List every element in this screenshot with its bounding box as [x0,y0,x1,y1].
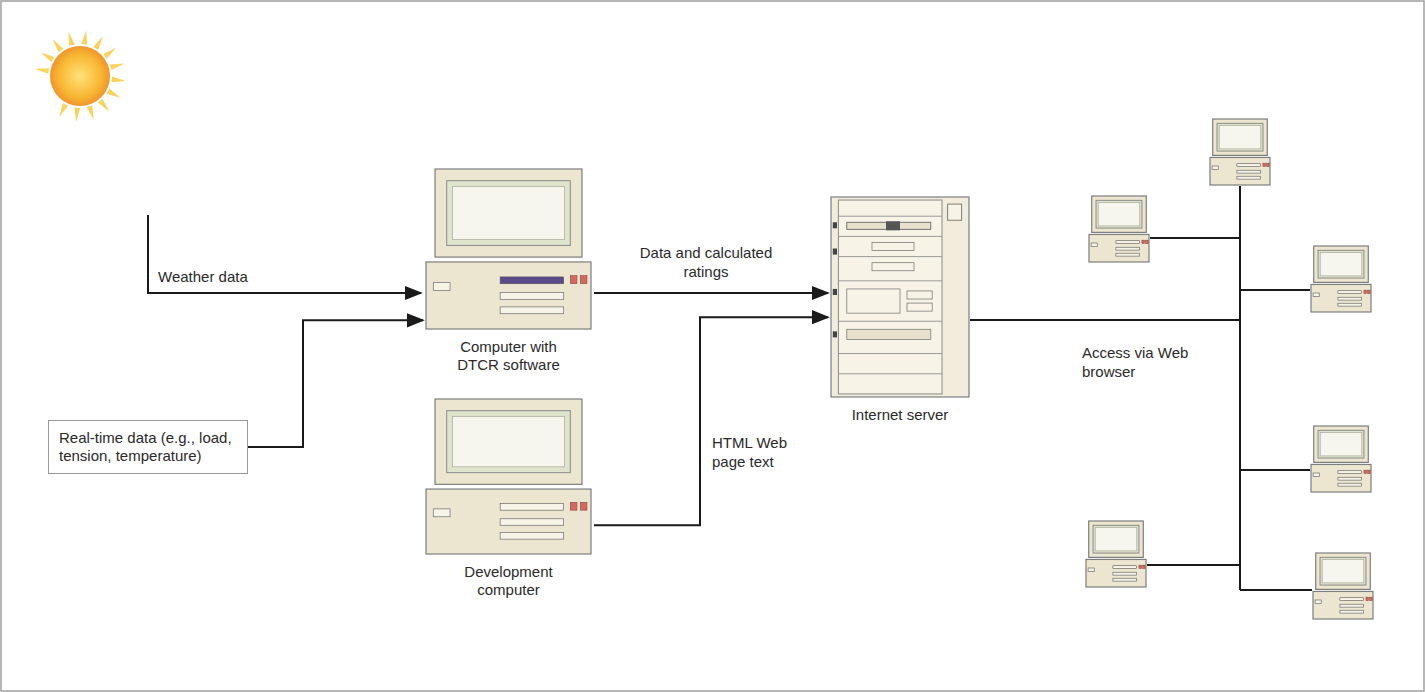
node-label: Internet server [820,406,980,424]
node-label: Development computer [444,563,574,599]
server-icon [830,196,970,398]
connector-arrow [594,292,828,294]
internet-server: Internet server [830,196,970,398]
access-label: Access via Web browser [1082,344,1190,382]
edge-label-box: HTML Web page text [712,434,802,472]
sun-ray [111,77,125,83]
dtcr-computer: Computer with DTCR software [425,168,592,330]
sun-ray [81,30,87,44]
network-lines [970,186,1312,590]
node-caption: Internet server [820,406,980,424]
sun-ray [87,106,94,120]
connector-arrow [248,320,423,447]
sun-ray [59,103,68,117]
edge-label: Data and calculated ratings [640,244,773,280]
node-caption: Development computer [444,563,574,599]
sun-ray [107,89,121,98]
sun-ray [110,63,124,70]
data-source-box: Real-time data (e.g., load, tension, tem… [48,420,248,474]
label-text: Access via Web browser [1082,344,1188,380]
sun-ray [103,48,116,59]
sun-ray [74,108,80,122]
edge-label-box: Data and calculated ratings [636,244,776,282]
sun-icon [35,30,126,121]
client-computer [1311,426,1371,492]
box-text: Real-time data (e.g., load, tension, tem… [59,429,237,465]
computer-icon [425,398,592,555]
client-computer [1313,553,1373,619]
sun-ray [93,36,103,50]
development-computer: Development computer [425,398,592,555]
client-computer [1089,196,1149,262]
sun-ray [68,31,74,45]
input-label: Weather data [158,268,318,287]
sun-ray [98,99,109,112]
sun-ray [41,52,55,62]
client-computer [1210,119,1270,185]
client-computer [1311,246,1371,312]
node-caption: Computer with DTCR software [444,338,574,374]
computer-icon [425,168,592,330]
client-computer [1086,521,1146,587]
sun-disc [50,46,110,106]
node-label: Computer with DTCR software [444,338,574,374]
sun-ray [53,39,64,52]
label-text: Weather data [158,268,248,285]
edge-label: HTML Web page text [712,434,787,470]
connector-arrow [594,317,828,525]
sun-ray [35,68,49,74]
weather-line [148,215,421,293]
